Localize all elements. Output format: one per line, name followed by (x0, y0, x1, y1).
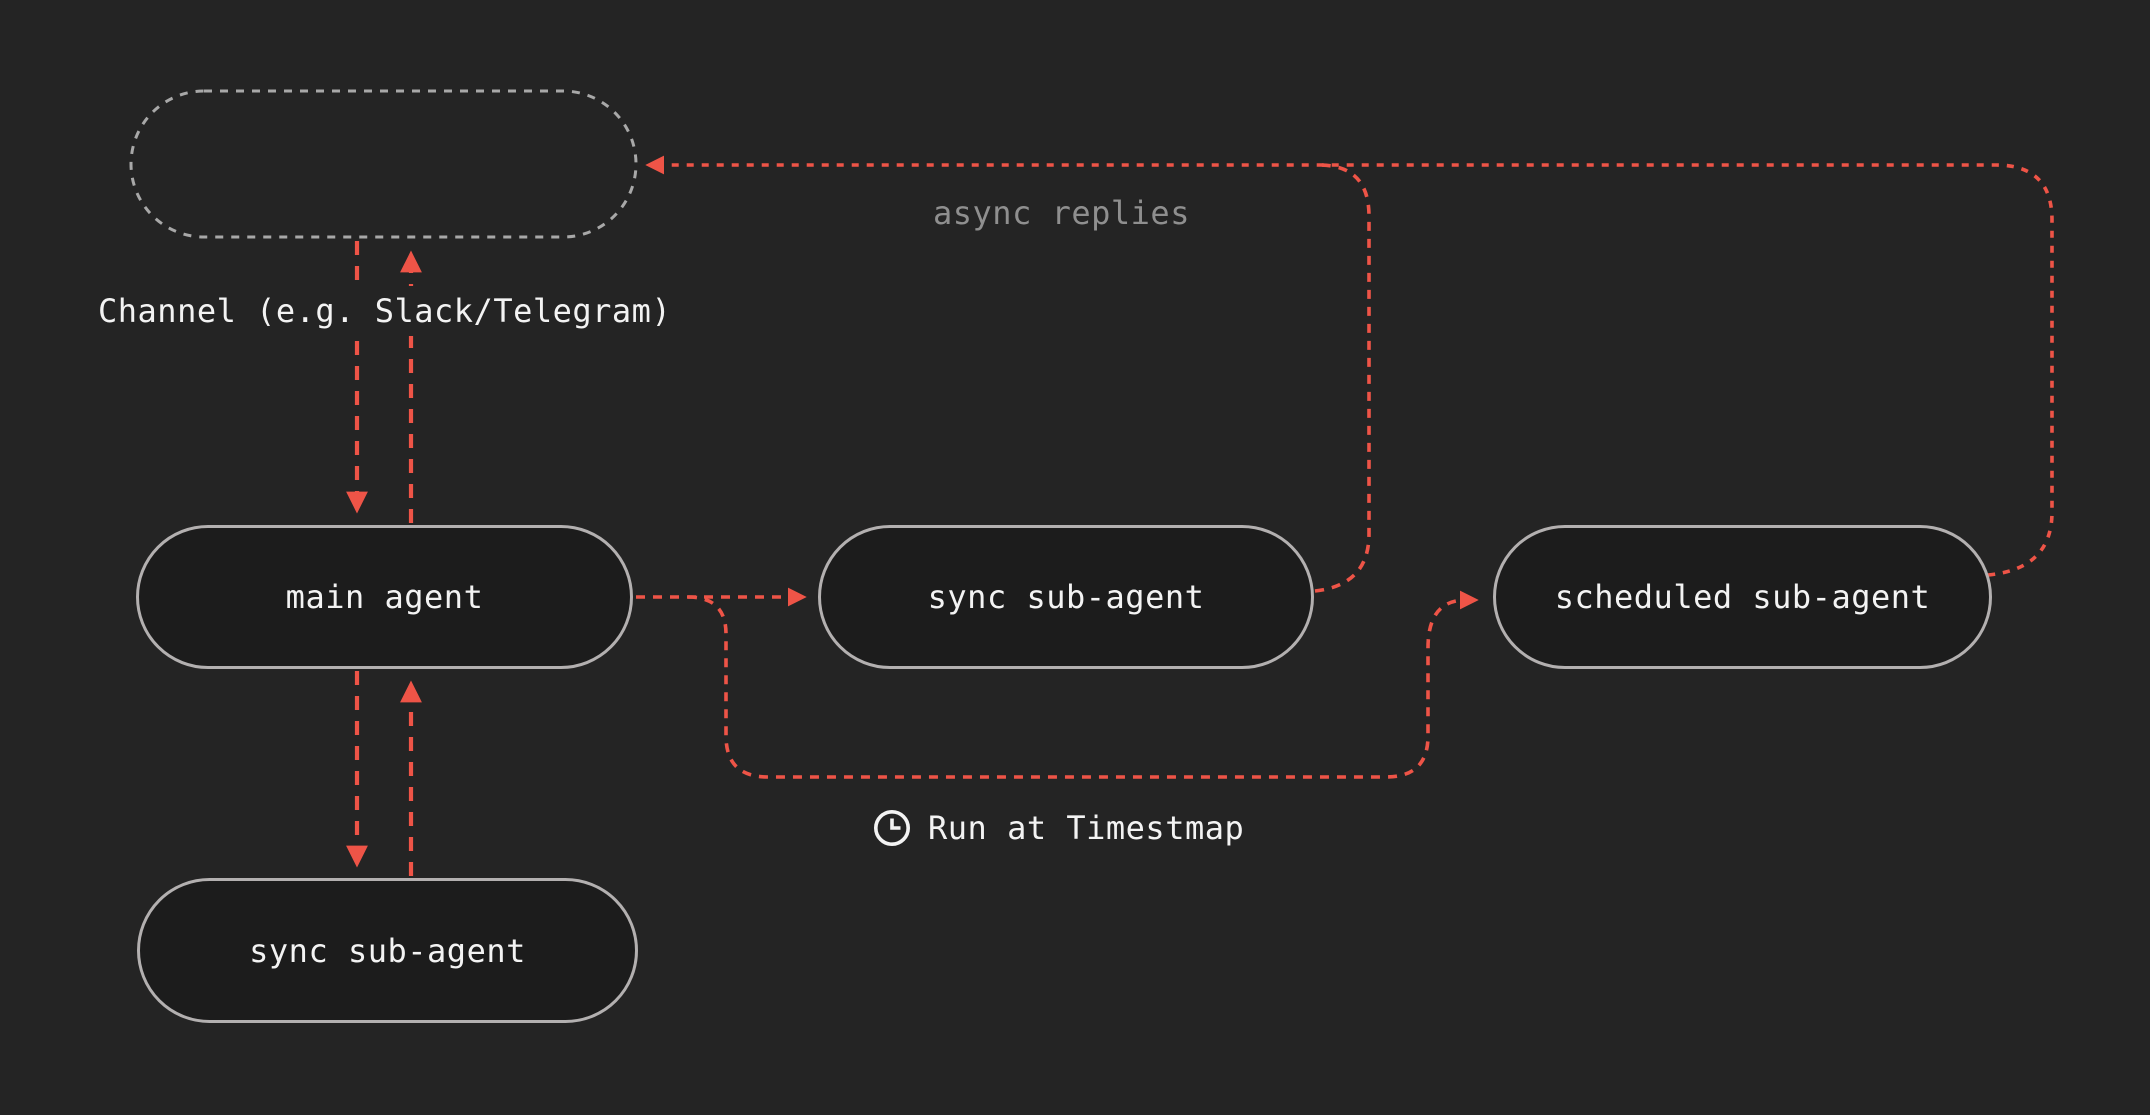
node-main-agent: main agent (136, 525, 633, 669)
channel-caption: Channel (e.g. Slack/Telegram) (86, 286, 684, 336)
run-at-timestamp-caption: Run at Timestmap (872, 808, 1244, 848)
async-replies-caption: async replies (933, 194, 1190, 232)
node-main-agent-label: main agent (285, 578, 484, 616)
node-sync-sub-agent-bottom-label: sync sub-agent (249, 931, 526, 970)
node-channel (129, 89, 638, 239)
edge-scheduled-to-channel-async (645, 155, 2054, 577)
run-at-timestamp-label: Run at Timestmap (928, 809, 1245, 847)
node-scheduled-sub-agent-label: scheduled sub-agent (1554, 578, 1931, 616)
clock-icon (873, 809, 911, 847)
node-sync-sub-agent-label: sync sub-agent (927, 578, 1205, 616)
node-sync-sub-agent-bottom: sync sub-agent (137, 878, 638, 1023)
node-sync-sub-agent: sync sub-agent (818, 525, 1314, 669)
node-scheduled-sub-agent: scheduled sub-agent (1493, 525, 1992, 669)
edge-sync-mid-to-channel-async (1314, 163, 1371, 593)
